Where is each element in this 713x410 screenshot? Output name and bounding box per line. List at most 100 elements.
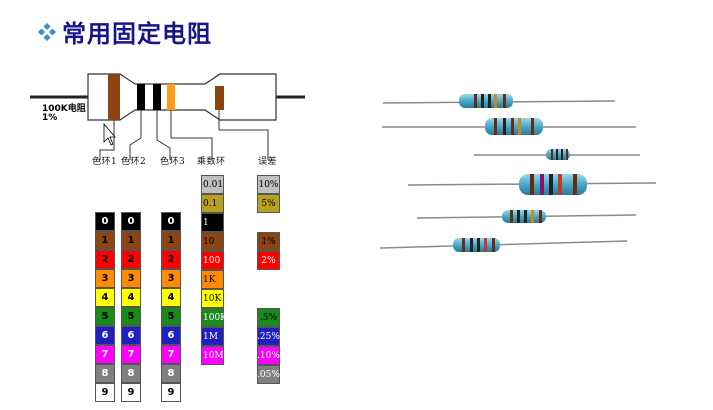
- leader-2: [129, 110, 142, 160]
- tolerance-label: 2%: [261, 255, 276, 266]
- digit1-label: 5: [101, 311, 109, 322]
- resistor-photo-5: [416, 210, 637, 223]
- header-band-3: 色环3: [160, 157, 186, 167]
- digit2-cell: 0: [121, 212, 141, 231]
- digit1-label: 8: [101, 368, 109, 379]
- digit2-label: 9: [127, 387, 135, 398]
- digit2-label: 8: [127, 368, 135, 379]
- digit3-cell: 9: [161, 383, 181, 402]
- multiplier-label: 100: [203, 255, 221, 266]
- multiplier-cell: 1M: [201, 327, 224, 346]
- header-band-1: 色环1: [92, 157, 118, 167]
- leader-3: [156, 110, 171, 160]
- tolerance-label: .5%: [259, 312, 278, 323]
- multiplier-cell: 0.1: [201, 194, 224, 213]
- resistor-photo-2: [382, 118, 636, 135]
- digit3-cell: 7: [161, 345, 181, 364]
- digit1-label: 3: [101, 273, 109, 284]
- multiplier-cell: 10M: [201, 346, 224, 365]
- digit1-label: 1: [101, 235, 109, 246]
- digit2-label: 2: [127, 254, 135, 265]
- digit1-label: 0: [101, 216, 109, 227]
- digit3-cell: 8: [161, 364, 181, 383]
- multiplier-label: 0.1: [203, 198, 218, 209]
- tolerance-cell: .5%: [257, 308, 280, 327]
- leader-4: [170, 110, 213, 160]
- digit3-label: 6: [167, 330, 175, 341]
- digit3-label: 3: [167, 273, 175, 284]
- tolerance-label: 1%: [261, 236, 276, 247]
- digit1-label: 9: [101, 387, 109, 398]
- tolerance-label: .25%: [257, 331, 280, 342]
- multiplier-cell: 1K: [201, 270, 224, 289]
- digit2-label: 5: [127, 311, 135, 322]
- cursor-icon: [103, 122, 116, 146]
- multiplier-label: 1K: [203, 274, 216, 285]
- resistor-photo-6: [379, 238, 628, 252]
- digit3-label: 8: [167, 368, 175, 379]
- digit2-cell: 7: [121, 345, 141, 364]
- multiplier-cell: 10K: [201, 289, 224, 308]
- digit2-cell: 5: [121, 307, 141, 326]
- digit2-cell: 2: [121, 250, 141, 269]
- digit2-label: 6: [127, 330, 135, 341]
- digit2-label: 3: [127, 273, 135, 284]
- multiplier-label: 10K: [203, 293, 222, 304]
- band-2: [137, 84, 145, 110]
- digit2-cell: 1: [121, 231, 141, 250]
- resistor-photo-1: [382, 94, 616, 108]
- multiplier-label: 1M: [203, 331, 218, 342]
- digit1-label: 2: [101, 254, 109, 265]
- digit3-cell: 4: [161, 288, 181, 307]
- tolerance-cell: .10%: [257, 346, 280, 365]
- digit3-label: 7: [167, 349, 175, 360]
- tolerance-label: .10%: [257, 350, 280, 361]
- digit2-label: 7: [127, 349, 135, 360]
- multiplier-label: 10: [203, 236, 215, 247]
- title-area: 常用固定电阻: [38, 14, 212, 49]
- digit2-cell: 9: [121, 383, 141, 402]
- digit2-label: 1: [127, 235, 135, 246]
- digit1-cell: 9: [95, 383, 115, 402]
- multiplier-cell: 0.01: [201, 175, 224, 194]
- digit3-cell: 0: [161, 212, 181, 231]
- digit3-cell: 6: [161, 326, 181, 345]
- digit3-label: 5: [167, 311, 175, 322]
- tolerance-cell: 10%: [257, 175, 280, 194]
- digit1-cell: 0: [95, 212, 115, 231]
- leader-1: [99, 120, 115, 160]
- digit2-cell: 8: [121, 364, 141, 383]
- tolerance-cell: .05%: [257, 365, 280, 384]
- digit2-label: 0: [127, 216, 135, 227]
- resistor-photo-4: [407, 174, 657, 195]
- tolerance-label: .05%: [257, 369, 280, 380]
- tolerance-label: 10%: [258, 179, 279, 190]
- digit2-label: 4: [127, 292, 135, 303]
- digit1-label: 6: [101, 330, 109, 341]
- digit3-cell: 5: [161, 307, 181, 326]
- digit1-cell: 4: [95, 288, 115, 307]
- band-1: [108, 74, 120, 120]
- digit2-cell: 4: [121, 288, 141, 307]
- digit-column-1: 0 1 2 3 4 5 6 7 8 9: [95, 212, 115, 402]
- digit2-cell: 6: [121, 326, 141, 345]
- digit3-cell: 1: [161, 231, 181, 250]
- diamond-bullet-icon: [38, 22, 56, 41]
- band-multiplier: [167, 84, 175, 110]
- resistor-photo-3: [474, 149, 640, 160]
- digit1-cell: 8: [95, 364, 115, 383]
- digit1-label: 4: [101, 292, 109, 303]
- multiplier-cell: 10: [201, 232, 224, 251]
- leader-5: [218, 110, 269, 160]
- digit1-cell: 2: [95, 250, 115, 269]
- header-band-2: 色环2: [121, 157, 147, 167]
- header-tolerance: 误差: [258, 157, 278, 167]
- page-title: 常用固定电阻: [62, 20, 212, 48]
- multiplier-label: 0.01: [203, 179, 224, 190]
- multiplier-label: 1: [203, 217, 209, 228]
- digit1-cell: 7: [95, 345, 115, 364]
- digit3-cell: 2: [161, 250, 181, 269]
